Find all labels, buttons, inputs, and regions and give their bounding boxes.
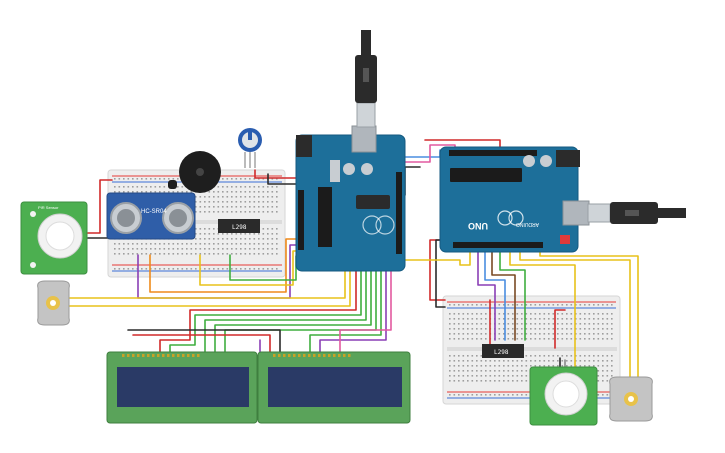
lcd-display-icon[interactable] (257, 351, 411, 424)
wire (199, 250, 301, 286)
wire (491, 251, 516, 341)
usb-cable-icon (587, 202, 686, 224)
lcd-pins (273, 354, 351, 357)
motor-driver-chip-right[interactable]: L298 (482, 344, 524, 358)
potentiometer-icon[interactable] (238, 128, 262, 168)
wire (309, 259, 382, 353)
wire (224, 259, 377, 353)
wire (204, 259, 367, 353)
breadboard-right-holes (449, 304, 613, 396)
wire (339, 254, 392, 353)
wire (132, 334, 271, 353)
transistor-icon (168, 180, 177, 189)
wire (159, 259, 357, 353)
wire (319, 259, 387, 353)
arduino-uno-left[interactable] (295, 125, 406, 272)
wire (127, 329, 281, 353)
pir-motion-sensor-icon[interactable]: PIR Sensor (20, 201, 88, 275)
wire (519, 251, 631, 381)
chip-right-label: L298 (494, 349, 509, 356)
wire (267, 173, 297, 185)
arduino-logo-text: UNO (468, 221, 488, 231)
piezo-buzzer-icon[interactable] (179, 151, 221, 193)
wire (254, 169, 297, 179)
wire (87, 179, 113, 234)
wire (149, 238, 301, 293)
chip-left-label: L298 (232, 224, 247, 231)
dc-motor-icon[interactable] (609, 376, 653, 422)
wire (69, 261, 351, 307)
pir-motion-sensor-icon[interactable] (529, 366, 598, 426)
wire (539, 251, 639, 381)
arduino-uno-right[interactable]: UNO ARDUINO (439, 146, 590, 253)
wire (554, 309, 566, 349)
wire (484, 251, 506, 341)
ultrasonic-model-label: HC-SR04 (141, 209, 167, 215)
lcd-display-icon[interactable] (106, 351, 258, 424)
usb-cable-icon (355, 30, 377, 128)
wire (499, 251, 526, 341)
wire (344, 249, 471, 266)
motor-driver-chip-left[interactable]: L298 (218, 219, 260, 233)
wire (477, 251, 496, 341)
arduino-brand-text: ARDUINO (516, 221, 539, 227)
wire (509, 251, 576, 371)
wire (214, 259, 372, 353)
wire (69, 261, 346, 299)
dc-motor-icon[interactable] (37, 280, 70, 326)
lcd-pins (122, 354, 200, 357)
pir-left-label: PIR Sensor (38, 205, 59, 210)
ultrasonic-sensor-icon[interactable]: HC-SR04 (106, 192, 196, 240)
